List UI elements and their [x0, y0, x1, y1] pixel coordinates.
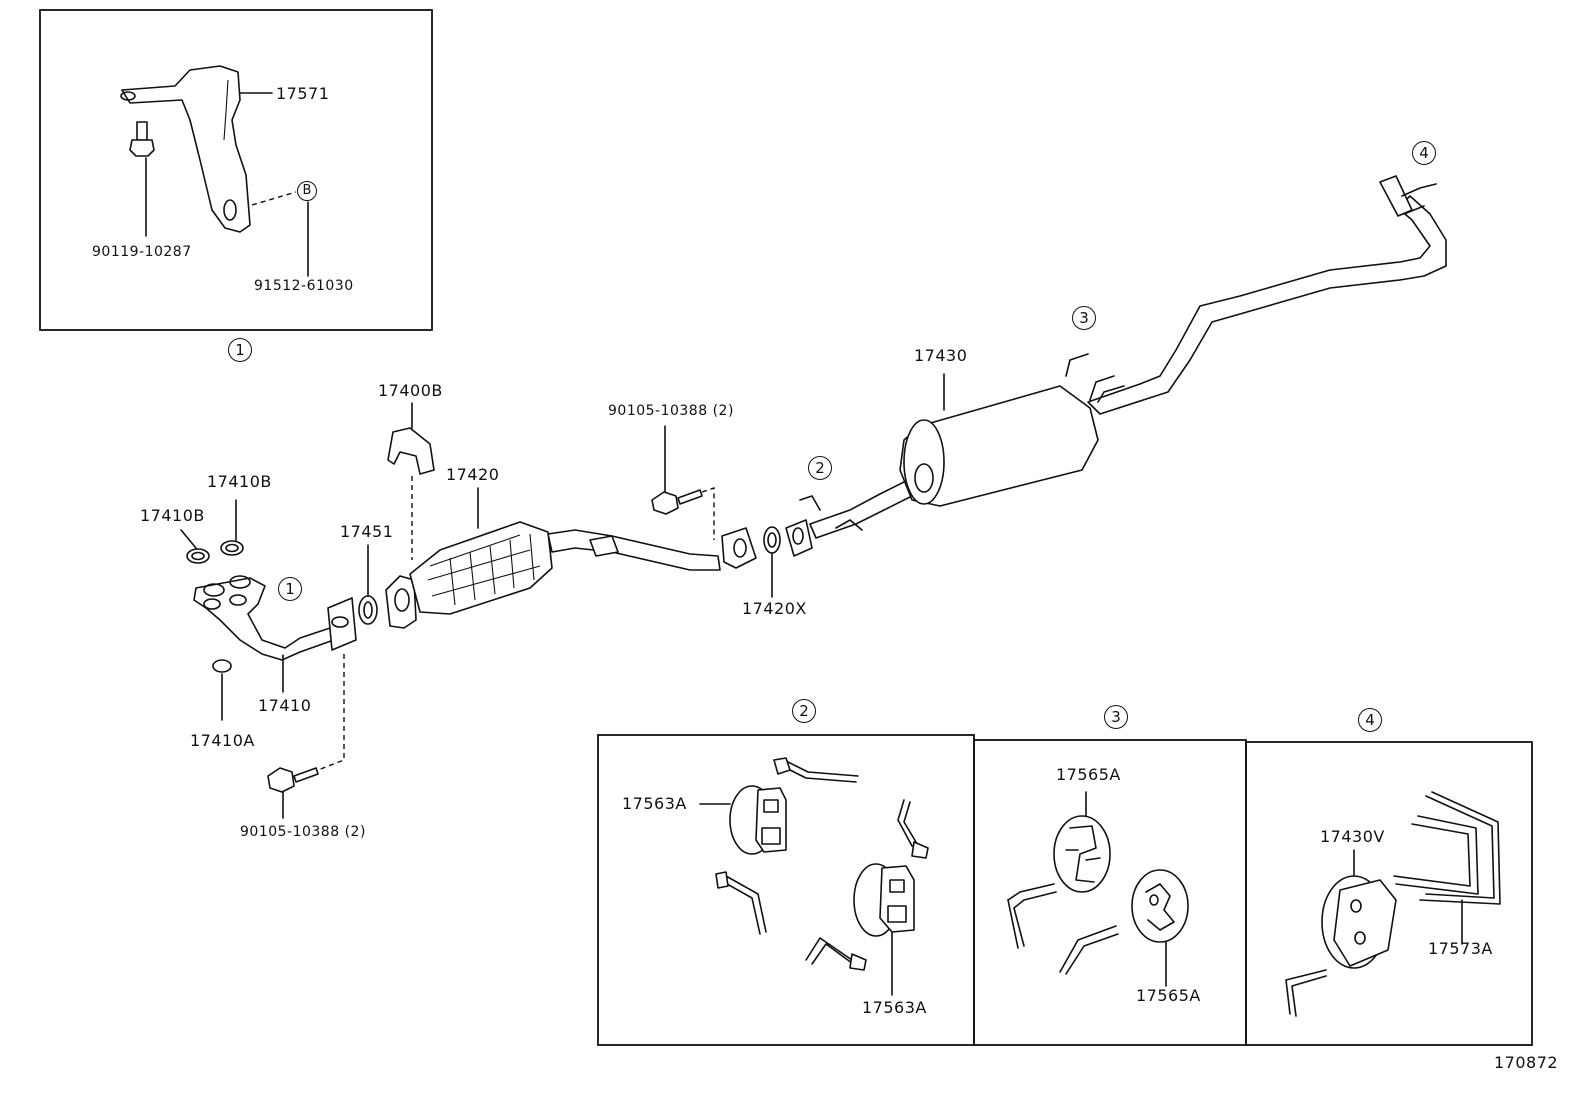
- callout-2-pipe: 2: [808, 456, 832, 480]
- callout-1-box: 1: [228, 338, 252, 362]
- detail-box-4: [1245, 741, 1533, 1046]
- label-17420X: 17420X: [742, 599, 807, 618]
- callout-b: B: [297, 181, 317, 201]
- front-pipe-17410: [193, 575, 357, 661]
- label-17565A-upper: 17565A: [1056, 765, 1121, 784]
- label-90105-10388-lower: 90105-10388 (2): [240, 824, 366, 840]
- label-17571: 17571: [276, 84, 330, 103]
- bolt-90105-10388-lower: [267, 767, 319, 819]
- hanger-17565A-upper: [1053, 791, 1111, 893]
- hanger-17430V: [1321, 849, 1397, 969]
- label-17573A: 17573A: [1428, 939, 1493, 958]
- bolt-90105-10388-upper: [651, 425, 703, 515]
- callout-1-pipe: 1: [278, 577, 302, 601]
- rods-box-3: [1007, 883, 1119, 975]
- label-17430V: 17430V: [1320, 827, 1385, 846]
- bracket-17573A: [1393, 791, 1501, 945]
- label-90105-10388-upper: 90105-10388 (2): [608, 403, 734, 419]
- callout-4-pipe: 4: [1412, 141, 1436, 165]
- label-17451: 17451: [340, 522, 394, 541]
- label-90119-10287: 90119-10287: [92, 244, 192, 260]
- center-pipe: [785, 477, 921, 557]
- label-17410A: 17410A: [190, 731, 255, 750]
- detail-box-3: [973, 739, 1247, 1046]
- callout-4-box: 4: [1358, 708, 1382, 732]
- callout-3-pipe: 3: [1072, 306, 1096, 330]
- diagram-code: 170872: [1494, 1053, 1559, 1072]
- gasket-17451: [358, 544, 378, 625]
- gaskets-17410B: [180, 499, 244, 564]
- nut-17410A: [212, 659, 232, 721]
- rods-box-4: [1285, 969, 1327, 1017]
- label-17563A-upper: 17563A: [622, 794, 687, 813]
- bolt-90119-10287: [129, 121, 155, 237]
- label-17563A-lower: 17563A: [862, 998, 927, 1017]
- label-17420: 17420: [446, 465, 500, 484]
- converter-17420: [385, 487, 721, 629]
- detail-box-1: [39, 9, 433, 331]
- hanger-17563A-lower: [853, 863, 915, 996]
- hanger-17563A-upper: [699, 785, 787, 855]
- callout-3-box: 3: [1104, 705, 1128, 729]
- hanger-17565A-lower: [1131, 869, 1189, 987]
- flange-17420X: [721, 526, 781, 598]
- label-17565A-lower: 17565A: [1136, 986, 1201, 1005]
- rods-box-2: [715, 757, 929, 971]
- label-17430: 17430: [914, 346, 968, 365]
- label-91512-61030: 91512-61030: [254, 278, 354, 294]
- label-17410B-left: 17410B: [140, 506, 205, 525]
- callout-2-box: 2: [792, 699, 816, 723]
- label-17410: 17410: [258, 696, 312, 715]
- muffler-17430: [899, 175, 1447, 507]
- bracket-17400B: [387, 402, 435, 475]
- label-17400B: 17400B: [378, 381, 443, 400]
- label-17410B-right: 17410B: [207, 472, 272, 491]
- bracket-17571: [120, 65, 251, 233]
